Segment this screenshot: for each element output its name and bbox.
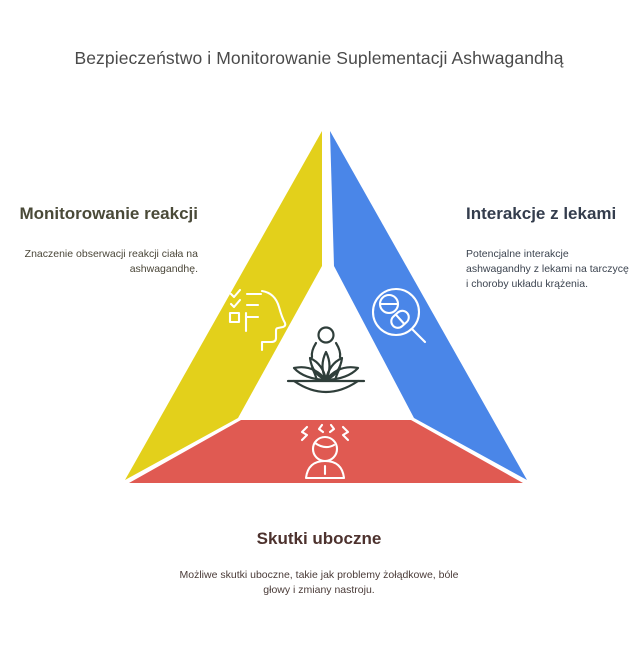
segment-label-interactions: Interakcje z lekami Potencjalne interakc…	[466, 203, 632, 292]
headache-person-icon	[300, 423, 350, 480]
segment-heading-monitoring: Monitorowanie reakcji	[19, 204, 198, 223]
segment-body-side-effects: Możliwe skutki uboczne, takie jak proble…	[179, 569, 459, 597]
segment-body-interactions: Potencjalne interakcje ashwagandhy z lek…	[466, 248, 629, 291]
segment-shape-interactions	[330, 131, 527, 480]
segment-shape-side-effects	[129, 420, 523, 483]
segment-heading-interactions: Interakcje z lekami	[466, 204, 617, 223]
lotus-meditation-icon	[286, 326, 366, 393]
magnifier-pills-icon	[371, 287, 427, 344]
segment-label-monitoring: Monitorowanie reakcji Znaczenie obserwac…	[14, 203, 198, 277]
segment-heading-side-effects: Skutki uboczne	[256, 529, 382, 548]
segment-body-monitoring: Znaczenie obserwacji reakcji ciała na as…	[24, 248, 198, 276]
page-title: Bezpieczeństwo i Monitorowanie Suplement…	[74, 48, 564, 68]
head-checklist-icon	[228, 288, 287, 352]
segment-label-side-effects: Skutki uboczne Możliwe skutki uboczne, t…	[169, 528, 469, 598]
segment-shape-monitoring	[125, 131, 322, 480]
